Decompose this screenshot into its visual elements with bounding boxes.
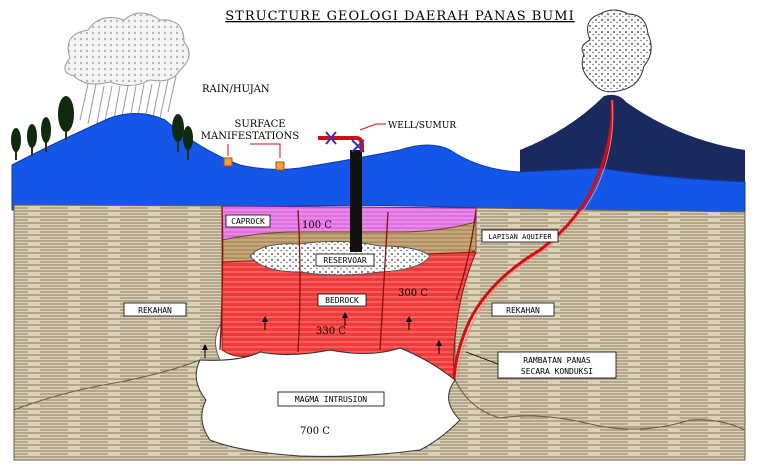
caprock-label: CAPROCK [231,217,265,226]
trees-left [11,96,74,160]
trees-right [172,114,193,160]
conduction-pointer [465,351,499,365]
valve-icon [325,131,337,145]
fracture-left-label: REKAHAN [138,306,172,315]
fumarole-icon [275,161,285,171]
fracture-right-label: REKAHAN [506,306,540,315]
rain-label: RAIN/HUJAN [202,84,270,95]
well-pointer [359,123,386,131]
well-label: WELL/SUMUR [388,121,456,131]
surface-label-2: MANIFESTATIONS [201,131,300,142]
rain-cloud [64,12,190,131]
temp-magma: 700 C [300,426,330,437]
conduction-vein [452,99,614,379]
aquifer-label-box [481,229,559,243]
hot-spring-icon [223,157,233,167]
fracture-right-box [491,302,555,317]
magma-label: MAGMA INTRUSION [295,395,367,404]
conduction-label-2: SECARA KONDUKSI [521,367,593,376]
conduction-label-box [497,351,617,379]
well-pipe [318,136,364,152]
temp-bedrock-right: 300 C [398,288,428,299]
surface-label-1: SURFACE [234,119,285,130]
bedrock-label-box [317,293,367,307]
well-casing [350,150,362,252]
diagram-title: STRUCTURE GEOLOGI DAERAH PANAS BUMI [225,9,574,24]
temp-bedrock-low: 330 C [316,326,346,337]
reservoir-label: RESERVOAR [323,256,367,265]
fracture-left-box [123,302,187,317]
reservoir-label-box [315,253,375,267]
conduction-label-1: RAMBATAN PANAS [523,356,591,365]
heat-arrows [202,312,442,358]
wellhead-icon [351,139,365,153]
aquifer-label: LAPISAN AQUIFER [488,233,552,241]
fault-lines [219,205,477,353]
manifestation-arrow-right [250,143,281,158]
caprock-label-box [225,214,271,228]
magma-label-box [277,391,385,407]
temp-caprock: 100 C [302,220,332,231]
bedrock-label: BEDROCK [325,296,359,305]
volcanic-plume [581,9,652,93]
